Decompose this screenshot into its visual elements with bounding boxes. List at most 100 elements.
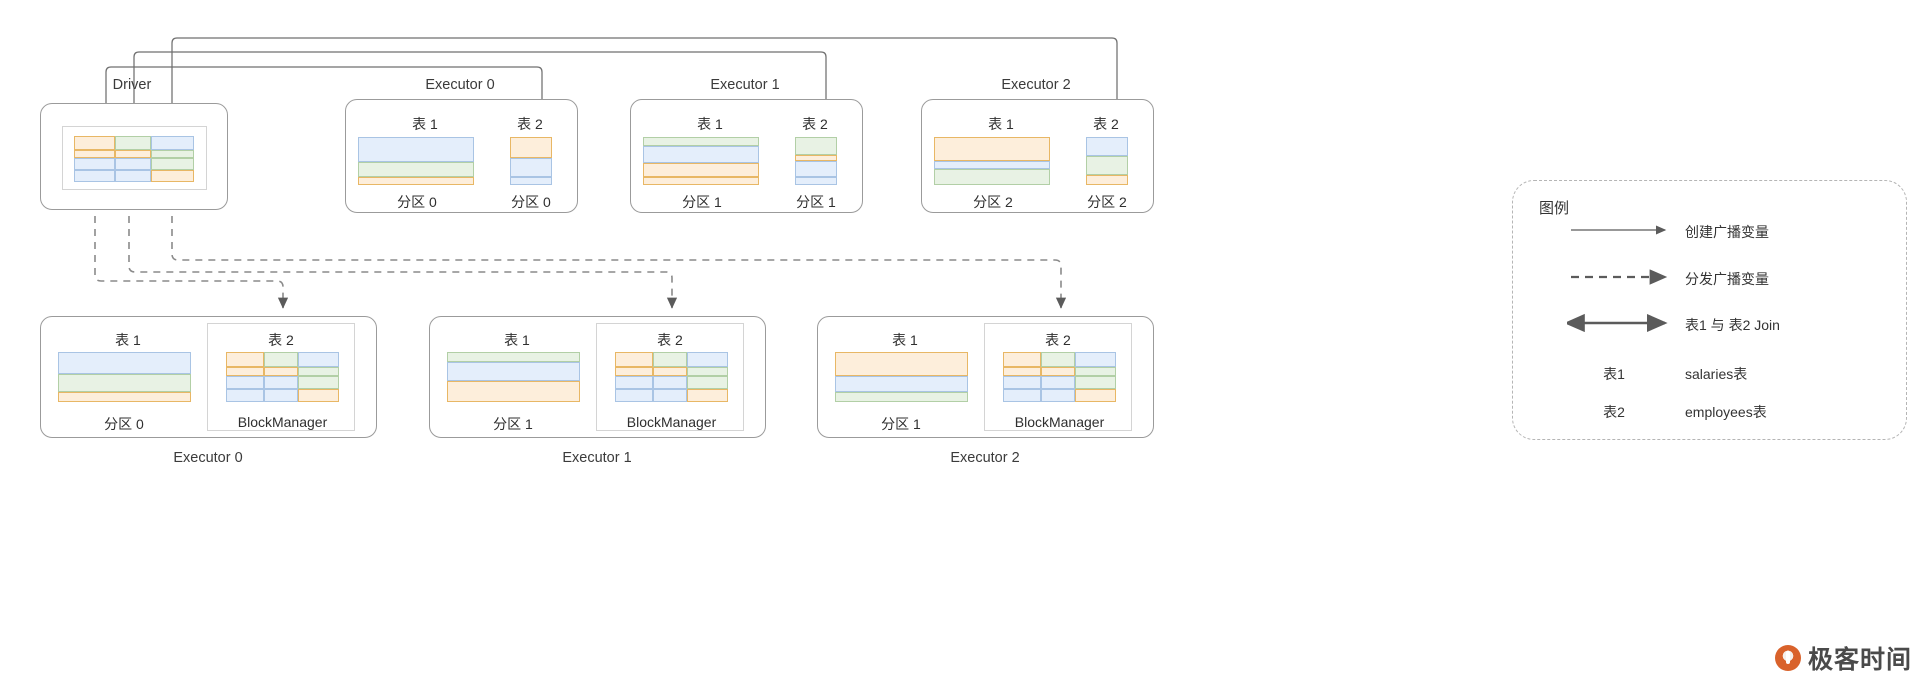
- dashed-arrow-icon: [1571, 269, 1668, 285]
- legend-text: salaries表: [1685, 366, 1748, 382]
- table-stripe: [447, 381, 580, 402]
- data-block: [114, 136, 151, 150]
- data-block: [687, 352, 728, 367]
- table1-label: 表 1: [115, 332, 141, 348]
- data-block: [687, 367, 728, 376]
- table2-label: 表 2: [802, 116, 828, 132]
- legend-row: 创建广播变量: [1513, 219, 1908, 245]
- table1-stripes: [643, 137, 759, 185]
- table-stripe: [795, 161, 837, 178]
- data-block: [150, 169, 194, 182]
- blockmanager-label: BlockManager: [626, 414, 717, 430]
- data-block: [1075, 367, 1116, 376]
- table2-stripes: [795, 137, 837, 185]
- table-stripe: [643, 177, 759, 185]
- table-stripe: [795, 154, 837, 161]
- driver-caption: Driver: [112, 77, 152, 93]
- data-block: [74, 136, 115, 150]
- data-block: [298, 388, 339, 402]
- table-stripe: [358, 137, 474, 162]
- table1-stripes: [447, 352, 580, 402]
- blockmanager-data-grid: [615, 352, 728, 402]
- table2-label: 表 2: [657, 332, 683, 348]
- table-stripe: [358, 177, 474, 185]
- blockmanager-data-grid: [226, 352, 339, 402]
- legend-text: employees表: [1685, 404, 1767, 420]
- table1-label: 表 1: [892, 332, 918, 348]
- data-block: [74, 149, 115, 158]
- legend-key: 表2: [1603, 404, 1625, 420]
- data-block: [1041, 388, 1076, 402]
- data-block: [615, 352, 654, 367]
- executor-caption-top: Executor 1: [710, 77, 780, 93]
- table-stripe: [58, 391, 191, 402]
- table-stripe: [447, 362, 580, 382]
- watermark: 极客时间: [1775, 640, 1912, 676]
- data-block: [264, 375, 299, 389]
- partition1-label: 分区 1: [682, 194, 722, 210]
- partition2-label: 分区 0: [511, 194, 551, 210]
- data-block: [298, 367, 339, 376]
- legend-row: 分发广播变量: [1513, 266, 1908, 292]
- data-block: [264, 352, 299, 367]
- table1-label: 表 1: [697, 116, 723, 132]
- executor-caption-bottom: Executor 2: [950, 450, 1020, 466]
- table-stripe: [835, 391, 968, 402]
- table-stripe: [934, 161, 1050, 170]
- table-stripe: [643, 146, 759, 163]
- data-block: [653, 388, 688, 402]
- table2-label: 表 2: [517, 116, 543, 132]
- data-block: [653, 352, 688, 367]
- table-stripe: [934, 137, 1050, 161]
- table-stripe: [643, 137, 759, 147]
- data-block: [615, 367, 654, 376]
- table1-stripes: [358, 137, 474, 185]
- table1-label: 表 1: [988, 116, 1014, 132]
- data-block: [1041, 367, 1076, 376]
- table-stripe: [1086, 156, 1128, 176]
- table-stripe: [835, 352, 968, 377]
- executor-caption-bottom: Executor 0: [173, 450, 243, 466]
- table-stripe: [510, 157, 552, 178]
- solid-arrow-icon: [1571, 225, 1667, 235]
- data-block: [1075, 352, 1116, 367]
- data-block: [114, 169, 151, 182]
- table-stripe: [643, 162, 759, 178]
- table-stripe: [835, 376, 968, 392]
- data-block: [264, 388, 299, 402]
- table1-stripes: [934, 137, 1050, 185]
- table-stripe: [1086, 175, 1128, 185]
- data-block: [1041, 375, 1076, 389]
- table-stripe: [795, 177, 837, 185]
- data-block: [226, 352, 265, 367]
- driver-data-grid: [74, 136, 194, 182]
- table-stripe: [447, 352, 580, 363]
- table1-label: 表 1: [504, 332, 530, 348]
- table1-label: 表 1: [412, 116, 438, 132]
- data-block: [653, 367, 688, 376]
- data-block: [687, 388, 728, 402]
- partition-label: 分区 1: [881, 416, 921, 432]
- table1-stripes: [58, 352, 191, 402]
- data-block: [226, 375, 265, 389]
- partition2-label: 分区 2: [1087, 194, 1127, 210]
- data-block: [150, 157, 194, 170]
- data-block: [150, 149, 194, 158]
- table2-stripes: [1086, 137, 1128, 185]
- legend-row: 表1 与 表2 Join: [1513, 312, 1908, 338]
- data-block: [226, 367, 265, 376]
- partition1-label: 分区 0: [397, 194, 437, 210]
- data-block: [1003, 367, 1042, 376]
- data-block: [1003, 375, 1042, 389]
- table-stripe: [510, 137, 552, 158]
- table-stripe: [58, 352, 191, 375]
- data-block: [74, 169, 115, 182]
- blockmanager-label: BlockManager: [1014, 414, 1105, 430]
- data-block: [615, 375, 654, 389]
- table-stripe: [510, 177, 552, 185]
- data-block: [264, 367, 299, 376]
- executor-caption-bottom: Executor 1: [562, 450, 632, 466]
- table2-stripes: [510, 137, 552, 185]
